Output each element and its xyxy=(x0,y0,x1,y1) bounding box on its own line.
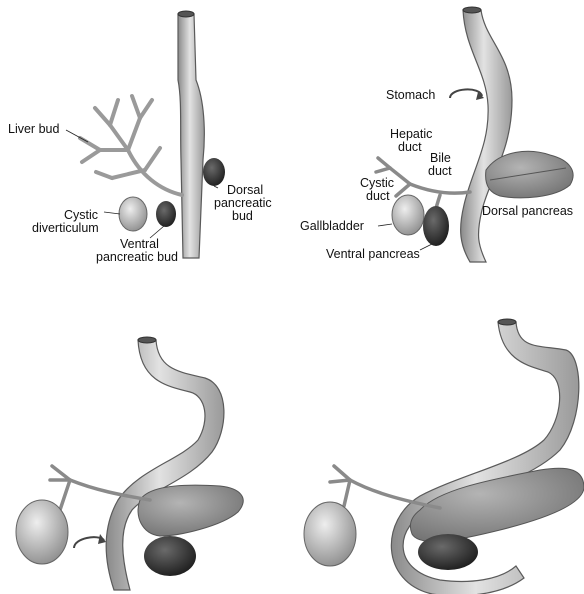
ventral-pancreas-c xyxy=(144,536,196,576)
dorsal-pancreatic-bud-a xyxy=(203,158,225,186)
label-stomach: Stomach xyxy=(386,88,435,102)
label-ventral-pancreas: Ventral pancreas xyxy=(326,247,420,261)
label-bile: Bile xyxy=(430,151,451,165)
label-dorsal: Dorsal xyxy=(227,183,263,197)
panel-a: Liver bud Cystic diverticulum Ventral pa… xyxy=(8,11,272,264)
label-gallbladder: Gallbladder xyxy=(300,219,364,233)
label-cystic: Cystic xyxy=(64,208,98,222)
panel-c xyxy=(16,337,243,590)
gut-tube-a xyxy=(178,14,204,258)
label-hepatic: Hepatic xyxy=(390,127,432,141)
gallbladder-b xyxy=(392,195,424,235)
label-cystic-b: Cystic xyxy=(360,176,394,190)
pancreas-c xyxy=(138,485,243,536)
label-bile-duct: duct xyxy=(428,164,452,178)
label-liver-bud: Liver bud xyxy=(8,122,59,136)
pancreas-d xyxy=(410,468,584,541)
label-cystic-duct: duct xyxy=(366,189,390,203)
dorsal-pancreas-b xyxy=(486,151,573,198)
gallbladder-d xyxy=(304,502,356,566)
label-ventral: Ventral xyxy=(120,237,159,251)
liver-bud-a xyxy=(80,96,182,195)
label-dorsal-pancreas: Dorsal pancreas xyxy=(482,204,573,218)
gallbladder-c xyxy=(16,500,68,564)
stomach-tube-b xyxy=(461,10,512,262)
label-diverticulum: diverticulum xyxy=(32,221,99,235)
label-hepatic-duct: duct xyxy=(398,140,422,154)
label-pancreatic: pancreatic xyxy=(214,196,272,210)
panel-d xyxy=(304,319,584,594)
panel-b: Stomach Hepatic duct Bile duct Cystic du… xyxy=(300,7,573,262)
cystic-diverticulum-a xyxy=(119,197,147,231)
label-pancreatic-bud: pancreatic bud xyxy=(96,250,178,264)
ventral-pancreas-b xyxy=(423,206,449,246)
label-bud: bud xyxy=(232,209,253,223)
ventral-pancreatic-bud-a xyxy=(156,201,176,227)
head-pancreas-d xyxy=(418,534,478,570)
